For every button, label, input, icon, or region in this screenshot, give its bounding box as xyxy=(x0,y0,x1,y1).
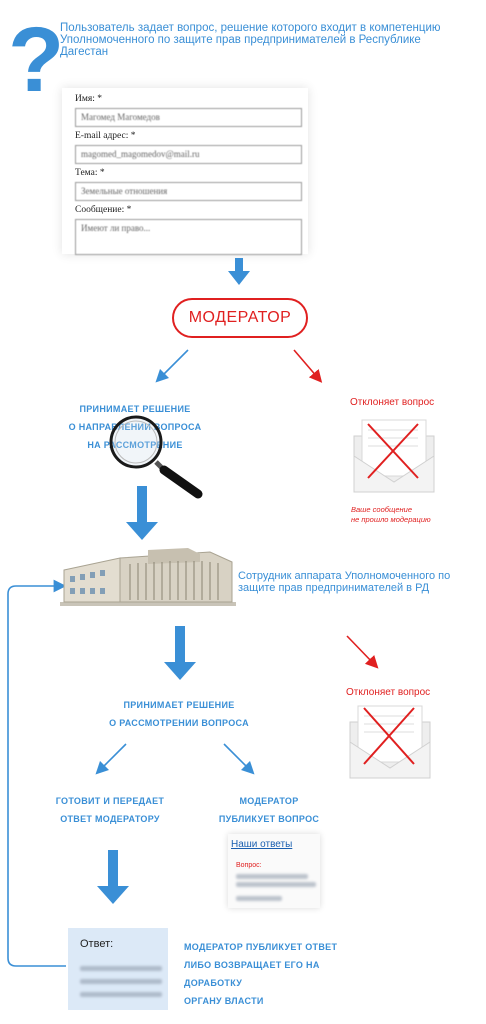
reject-title-2: Отклоняет вопрос xyxy=(346,687,431,698)
intro-text: Пользователь задает вопрос, решение кото… xyxy=(60,22,441,58)
publish-line-2: ПУБЛИКУЕТ ВОПРОС xyxy=(218,814,320,824)
decide-line-2: О РАССМОТРЕНИИ ВОПРОСА xyxy=(109,718,249,728)
final-line-1: МОДЕРАТОР ПУБЛИКУЕТ ОТВЕТ xyxy=(184,942,338,952)
loop-back-line xyxy=(7,579,67,967)
prepare-line-2: ОТВЕТ МОДЕРАТОРУ xyxy=(60,814,160,824)
reject-note-line-1: Ваше сообщение xyxy=(351,505,412,514)
employee-text: Сотрудник аппарата Уполномоченного по за… xyxy=(238,570,451,594)
answer-card: Ответ: xyxy=(68,928,168,1010)
publish-question-text: МОДЕРАТОР ПУБЛИКУЕТ ВОПРОС xyxy=(210,792,328,828)
rejected-envelope-icon-2 xyxy=(349,705,431,779)
arrow-down-1 xyxy=(228,258,250,285)
blurred-line xyxy=(236,874,308,879)
question-label: Вопрос: xyxy=(236,862,262,869)
blurred-line xyxy=(80,992,162,997)
arrow-reject-1 xyxy=(293,349,323,383)
final-step-text: МОДЕРАТОР ПУБЛИКУЕТ ОТВЕТ ЛИБО ВОЗВРАЩАЕ… xyxy=(184,938,380,1010)
arrow-publish xyxy=(223,743,255,775)
blurred-line xyxy=(236,896,282,901)
accept-line-1: ПРИНИМАЕТ РЕШЕНИЕ xyxy=(79,404,191,414)
topic-label: Тема: * xyxy=(75,168,105,178)
arrow-accept-1 xyxy=(155,349,189,383)
government-building-icon xyxy=(60,548,236,606)
blurred-line xyxy=(80,979,162,984)
arrow-down-3 xyxy=(164,626,196,680)
moderator-badge: МОДЕРАТОР xyxy=(172,298,308,338)
prepare-line-1: ГОТОВИТ И ПЕРЕДАЕТ xyxy=(55,796,165,806)
question-mark-icon: ? xyxy=(8,9,65,111)
email-field[interactable]: magomed_magomedov@mail.ru xyxy=(75,145,302,164)
rejected-envelope-icon xyxy=(353,419,435,493)
question-form: Имя: * Магомед Магомедов E-mail адрес: *… xyxy=(62,88,308,255)
message-label: Сообщение: * xyxy=(75,205,132,215)
name-field[interactable]: Магомед Магомедов xyxy=(75,108,302,127)
arrow-prepare xyxy=(95,743,127,775)
arrow-reject-2 xyxy=(346,635,379,669)
blurred-line xyxy=(236,882,316,887)
prepare-answer-text: ГОТОВИТ И ПЕРЕДАЕТ ОТВЕТ МОДЕРАТОРУ xyxy=(48,792,172,828)
accept-line-2: О НАПРАВЛЕНИИ ВОПРОСА xyxy=(68,422,202,432)
answers-card: Наши ответы Вопрос: xyxy=(228,834,320,908)
reject-note: Ваше сообщение не прошло модерацию xyxy=(351,505,431,525)
consider-decision-text: ПРИНИМАЕТ РЕШЕНИЕ О РАССМОТРЕНИИ ВОПРОСА xyxy=(100,696,258,732)
blurred-line xyxy=(80,966,162,971)
accept-decision-text: ПРИНИМАЕТ РЕШЕНИЕ О НАПРАВЛЕНИИ ВОПРОСА … xyxy=(60,400,210,454)
email-label: E-mail адрес: * xyxy=(75,131,136,141)
message-field[interactable]: Имеют ли право... xyxy=(75,219,302,255)
final-line-3: ОРГАНУ ВЛАСТИ xyxy=(184,996,264,1006)
reject-note-line-2: не прошло модерацию xyxy=(351,515,431,524)
arrow-down-4 xyxy=(97,850,129,904)
answer-label: Ответ: xyxy=(80,938,114,950)
magnifier-icon xyxy=(109,415,203,499)
reject-title-1: Отклоняет вопрос xyxy=(350,397,435,408)
topic-field[interactable]: Земельные отношения xyxy=(75,182,302,201)
decide-line-1: ПРИНИМАЕТ РЕШЕНИЕ xyxy=(123,700,235,710)
publish-line-1: МОДЕРАТОР xyxy=(239,796,299,806)
name-label: Имя: * xyxy=(75,94,103,104)
arrow-down-2 xyxy=(126,486,158,540)
accept-line-3: НА РАССМОТРЕНИЕ xyxy=(87,440,182,450)
final-line-2: ЛИБО ВОЗВРАЩАЕТ ЕГО НА ДОРАБОТКУ xyxy=(184,960,320,988)
our-answers-link[interactable]: Наши ответы xyxy=(231,839,293,850)
